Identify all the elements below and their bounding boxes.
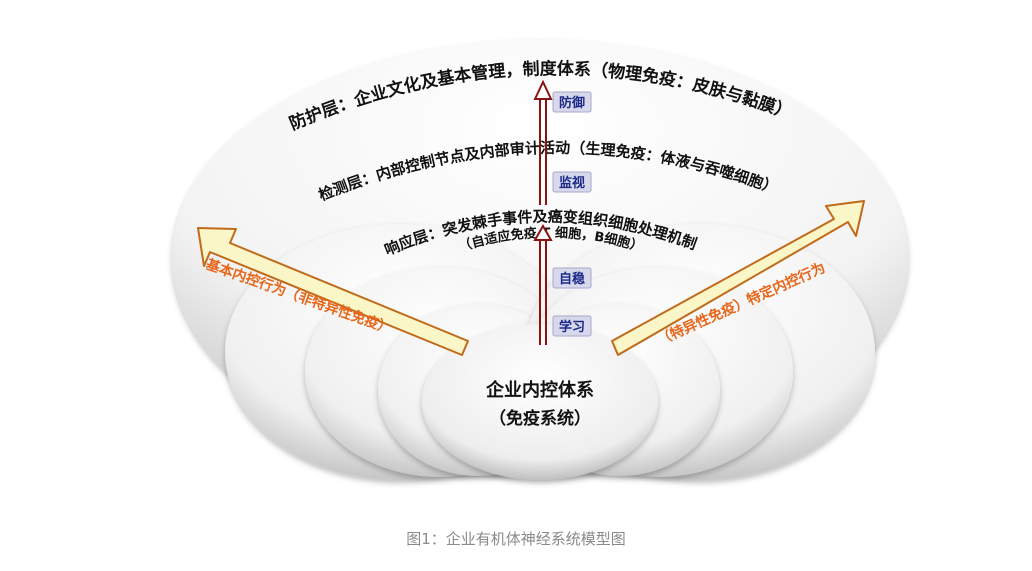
svg-text:监视: 监视	[559, 175, 585, 191]
center-title: 企业内控体系	[485, 379, 594, 401]
left-arrow	[197, 227, 469, 356]
center-ellipse	[422, 324, 658, 480]
figure-caption: 图1：企业有机体神经系统模型图	[406, 530, 626, 548]
step-defend: 防御	[552, 91, 592, 113]
right-arrow	[611, 200, 865, 356]
svg-text:自稳: 自稳	[559, 271, 585, 287]
center-subtitle: （免疫系统）	[489, 408, 591, 429]
svg-text:学习: 学习	[559, 319, 585, 335]
step-learn: 学习	[552, 315, 592, 337]
svg-text:防御: 防御	[559, 95, 585, 111]
step-monitor: 监视	[552, 171, 592, 193]
vertical-arrow	[533, 79, 553, 345]
step-stabilize: 自稳	[552, 267, 592, 289]
